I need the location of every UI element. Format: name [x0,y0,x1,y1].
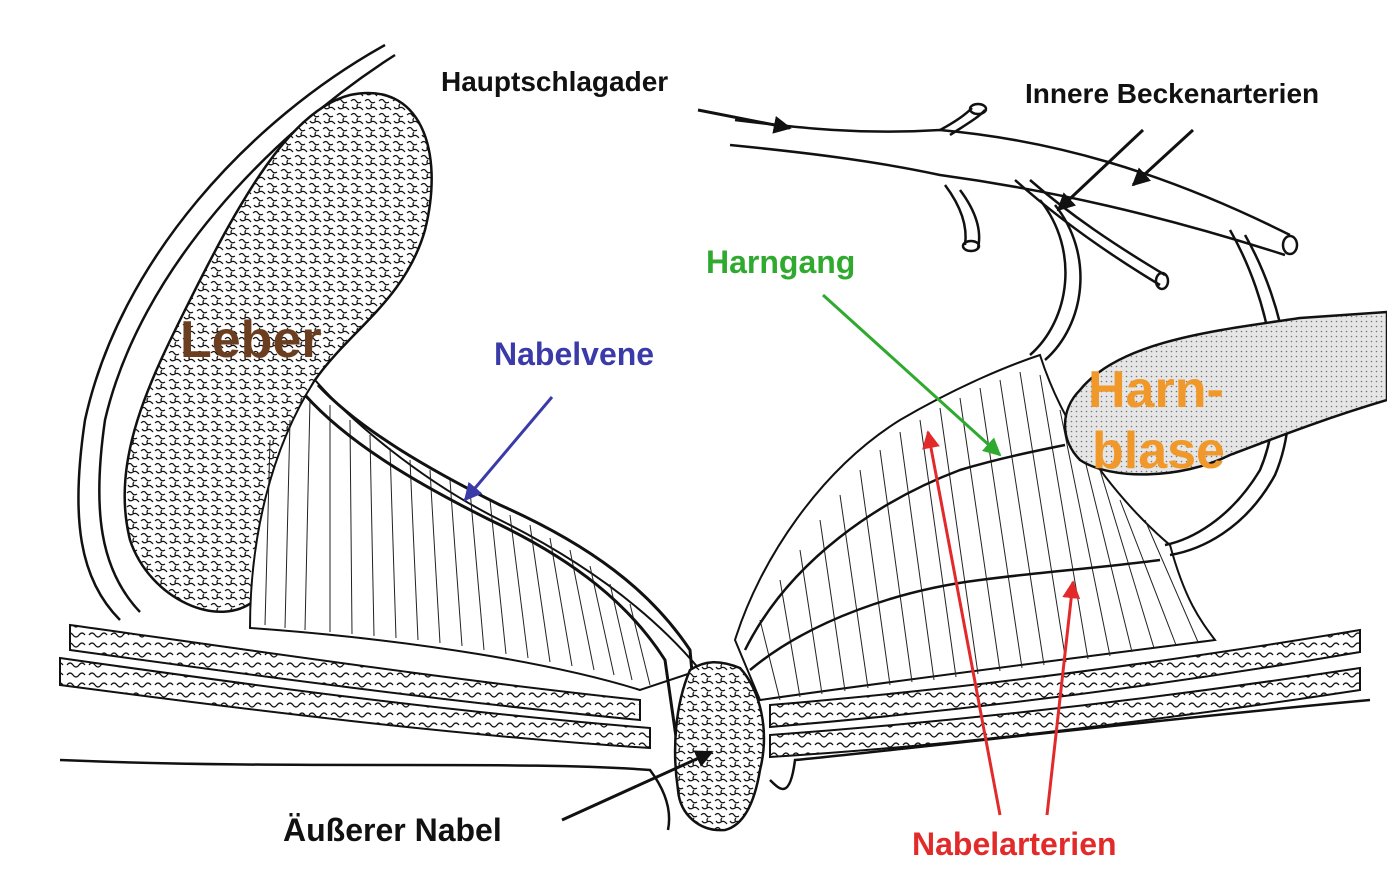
label-harnblase-line1: Harn- [1088,361,1224,419]
aorta-vessels [729,102,1299,557]
umbilical-knot [673,661,766,832]
label-leber: Leber [180,311,322,369]
label-hauptschlagader: Hauptschlagader [441,66,669,97]
label-nabelarterien: Nabelarterien [912,826,1117,862]
arrow-nabelvene [463,396,554,502]
arrow-nabelarterien-2 [1045,580,1081,816]
label-harnblase-line2: blase [1092,422,1225,480]
arrow-aeusserer-nabel [561,750,714,822]
label-harngang: Harngang [706,244,856,280]
arrow-innere-beckenarterien-2 [1131,128,1195,187]
umbilical-vein-tube [303,383,702,766]
label-aeusserer-nabel: Äußerer Nabel [283,812,502,848]
label-nabelvene: Nabelvene [494,336,655,372]
left-mesentery-fold [248,378,702,692]
label-innere-beckenarterien: Innere Beckenarterien [1025,78,1320,109]
arrow-harngang [821,293,1002,457]
right-mesentery-fold [733,353,1217,702]
arrow-innere-beckenarterien-1 [1056,128,1145,212]
arrow-hauptschlagader [697,108,792,134]
abdominal-wall [59,623,1371,831]
arrow-nabelarterien-1 [922,430,1002,816]
bladder-shape [1063,310,1387,476]
